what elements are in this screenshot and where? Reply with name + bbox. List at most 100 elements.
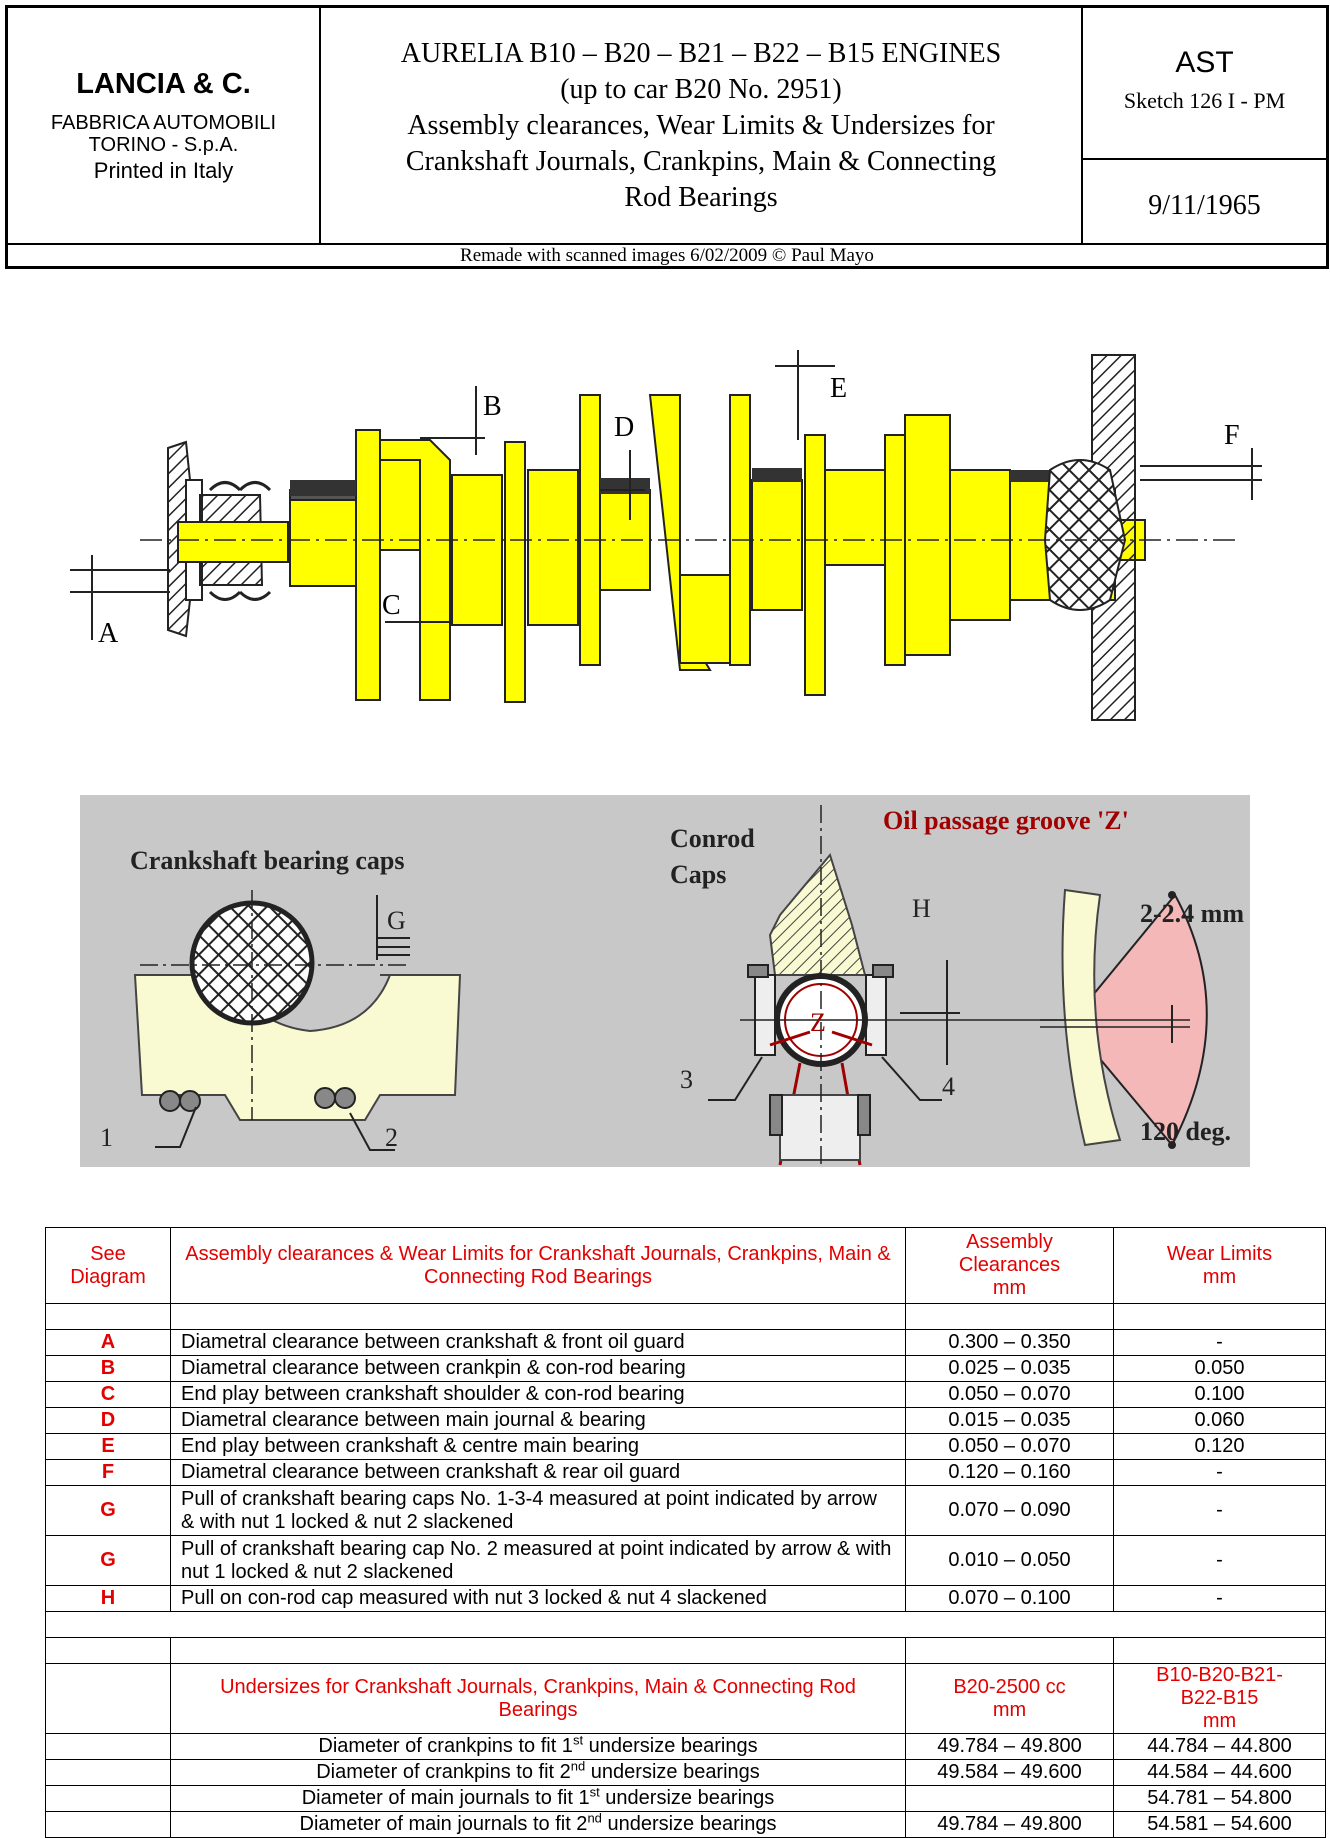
table-row: F Diametral clearance between crankshaft…: [45, 1459, 1326, 1486]
crankshaft-diagram: A B C D E F: [70, 350, 1262, 721]
title-line4: Crankshaft Journals, Crankpins, Main & C…: [405, 146, 997, 177]
dimension-d: [600, 450, 645, 520]
crankshaft-shadow: [290, 468, 1060, 496]
bearing-caps-panel: Crankshaft bearing caps G 1 2 Conrod Cap…: [80, 795, 1250, 1167]
row-wear: -: [1113, 1459, 1326, 1486]
undersize-desc-pre: Diameter of main journals to fit 2: [299, 1813, 588, 1835]
row-wear: -: [1113, 1485, 1326, 1536]
undersize-b20: [905, 1785, 1114, 1812]
conrod-title-line2: Caps: [670, 860, 726, 889]
undersize-header-other-l2: B22-B15: [1180, 1687, 1259, 1709]
undersize-desc-sup: nd: [570, 1759, 586, 1774]
oil-groove-title: Oil passage groove 'Z': [883, 806, 1129, 835]
row-key: G: [45, 1485, 171, 1536]
row-key: C: [45, 1381, 171, 1408]
table-row: G Pull of crankshaft bearing cap No. 2 m…: [45, 1535, 1326, 1586]
row-wear: 0.050: [1113, 1355, 1326, 1382]
doc-date: 9/11/1965: [1148, 190, 1261, 221]
undersize-desc: Diameter of main journals to fit 2nd und…: [170, 1811, 906, 1838]
row-desc: Diametral clearance between crankshaft &…: [170, 1329, 906, 1356]
undersize-header-title: Undersizes for Crankshaft Journals, Cran…: [170, 1663, 906, 1734]
undersize-other: 44.784 – 44.800: [1113, 1733, 1326, 1760]
nut-3-label: 3: [680, 1065, 693, 1094]
header-assembly: Assembly Clearances mm: [905, 1227, 1114, 1304]
undersize-desc-pre: Diameter of crankpins to fit 1: [318, 1735, 573, 1757]
undersize-header-b20: B20-2500 cc mm: [905, 1663, 1114, 1734]
undersize-other: 54.581 – 54.600: [1113, 1811, 1326, 1838]
spec-table: See Diagram Assembly clearances & Wear L…: [45, 1227, 1326, 1838]
table-row: B Diametral clearance between crankpin &…: [45, 1355, 1326, 1382]
company-line4: Printed in Italy: [93, 158, 234, 183]
header-wear-l1: Wear Limits: [1166, 1242, 1273, 1265]
row-desc: Diametral clearance between crankpin & c…: [170, 1355, 906, 1382]
row-key: H: [45, 1585, 171, 1612]
header-wear-l2: mm: [1202, 1265, 1237, 1288]
label-g: G: [387, 906, 406, 935]
row-key: E: [45, 1433, 171, 1460]
row-wear: -: [1113, 1535, 1326, 1586]
row-assembly: 0.300 – 0.350: [905, 1329, 1114, 1356]
row-wear: 0.060: [1113, 1407, 1326, 1434]
groove-depth: 2-2.4 mm: [1140, 899, 1244, 928]
undersize-desc-sup: st: [589, 1785, 600, 1800]
nut-1-label: 1: [100, 1123, 113, 1152]
document-title: AURELIA B10 – B20 – B21 – B22 – B15 ENGI…: [321, 8, 1083, 243]
undersize-header-other: B10-B20-B21- B22-B15 mm: [1113, 1663, 1326, 1734]
header-title: Assembly clearances & Wear Limits for Cr…: [170, 1227, 906, 1304]
undersize-row: Diameter of crankpins to fit 1st undersi…: [45, 1733, 1326, 1760]
row-desc: End play between crankshaft shoulder & c…: [170, 1381, 906, 1408]
reference-block: AST Sketch 126 I - PM 9/11/1965: [1083, 8, 1326, 243]
row-wear: -: [1113, 1329, 1326, 1356]
label-z: Z: [810, 1008, 826, 1037]
label-a: A: [98, 618, 119, 649]
row-assembly: 0.070 – 0.100: [905, 1585, 1114, 1612]
conrod-cap: [708, 805, 1190, 1166]
row-assembly: 0.120 – 0.160: [905, 1459, 1114, 1486]
dimension-b: [420, 386, 485, 455]
label-f: F: [1224, 420, 1240, 451]
bearing-caps-title: Crankshaft bearing caps: [130, 846, 404, 875]
conrod-title-line1: Conrod: [670, 824, 755, 853]
undersize-header-b20-l2: mm: [992, 1698, 1027, 1721]
undersize-desc-post: undersize bearings: [583, 1735, 758, 1757]
header-see-diagram: See Diagram: [45, 1227, 171, 1304]
dimension-f: [1140, 448, 1262, 500]
header-box: LANCIA & C. FABBRICA AUTOMOBILI TORINO -…: [5, 5, 1329, 269]
spacer-row: [45, 1611, 1326, 1638]
row-assembly: 0.050 – 0.070: [905, 1381, 1114, 1408]
groove-angle: 120 deg.: [1140, 1117, 1231, 1146]
oil-groove-section: [1040, 888, 1208, 1149]
nut-4-label: 4: [942, 1072, 955, 1101]
table-row: G Pull of crankshaft bearing caps No. 1-…: [45, 1485, 1326, 1536]
row-key: D: [45, 1407, 171, 1434]
undersize-b20: 49.584 – 49.600: [905, 1759, 1114, 1786]
undersize-desc: Diameter of main journals to fit 1st und…: [170, 1785, 906, 1812]
doc-code: AST: [1175, 46, 1234, 79]
row-desc: Diametral clearance between crankshaft &…: [170, 1459, 906, 1486]
sketch-ref: Sketch 126 I - PM: [1123, 88, 1286, 113]
row-key: G: [45, 1535, 171, 1586]
table-row: H Pull on con-rod cap measured with nut …: [45, 1585, 1326, 1612]
undersize-desc-post: undersize bearings: [601, 1813, 777, 1835]
undersize-header-other-l1: B10-B20-B21-: [1156, 1664, 1283, 1687]
row-key: A: [45, 1329, 171, 1356]
crankshaft-bearing-cap: [133, 890, 462, 1151]
undersize-header-blank: [45, 1663, 171, 1734]
row-wear: 0.100: [1113, 1381, 1326, 1408]
row-wear: 0.120: [1113, 1433, 1326, 1460]
undersize-desc-sup: nd: [587, 1811, 602, 1826]
spacer-row: [45, 1303, 1326, 1330]
crankshaft-body: [177, 394, 1146, 703]
row-desc: Pull of crankshaft bearing caps No. 1-3-…: [170, 1485, 906, 1536]
row-desc: Pull of crankshaft bearing cap No. 2 mea…: [170, 1535, 906, 1586]
title-line1: AURELIA B10 – B20 – B21 – B22 – B15 ENGI…: [400, 38, 1002, 69]
row-desc: End play between crankshaft & centre mai…: [170, 1433, 906, 1460]
label-c: C: [382, 590, 401, 621]
undersize-desc-pre: Diameter of crankpins to fit 2: [316, 1761, 571, 1783]
dimension-e: [775, 350, 835, 440]
undersize-other: 54.781 – 54.800: [1113, 1785, 1326, 1812]
flywheel: [1043, 354, 1136, 721]
row-assembly: 0.050 – 0.070: [905, 1433, 1114, 1460]
title-line3: Assembly clearances, Wear Limits & Under…: [407, 110, 995, 141]
nut-2-label: 2: [385, 1123, 398, 1152]
